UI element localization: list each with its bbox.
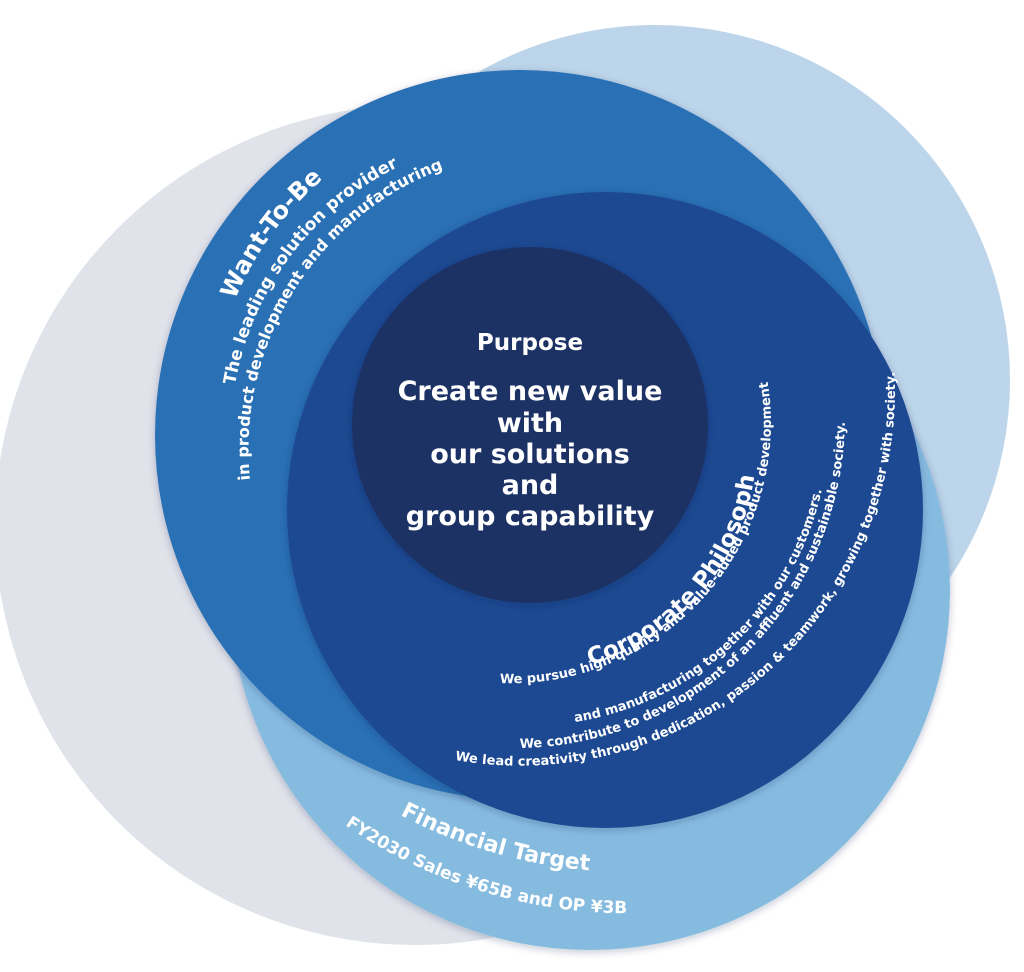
purpose-line-1: Create new value bbox=[398, 376, 663, 407]
purpose-line-2: with bbox=[497, 408, 563, 439]
purpose-line-3: our solutions bbox=[430, 439, 630, 470]
purpose-line-4: and bbox=[502, 470, 559, 501]
purpose-line-5: group capability bbox=[406, 501, 655, 532]
purpose-heading: Purpose bbox=[477, 330, 583, 356]
purpose-core-circle bbox=[352, 247, 708, 603]
